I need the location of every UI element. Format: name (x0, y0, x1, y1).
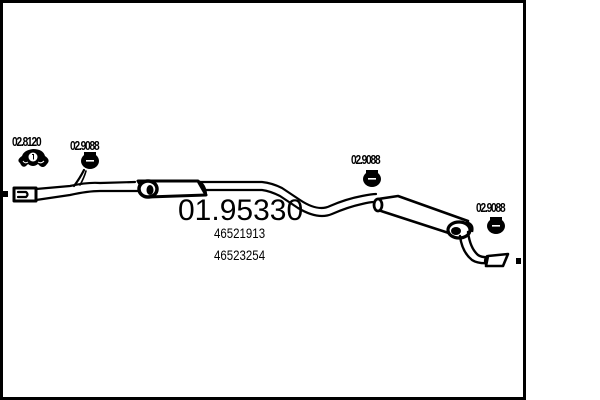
oem-number: 46521913 (214, 225, 266, 241)
oem-number: 46523254 (214, 247, 266, 263)
intermediate-pipe (198, 180, 378, 218)
gasket-icon (18, 149, 49, 167)
rubber-hanger-icon (81, 152, 99, 169)
hanger-part-label: 02.9088 (70, 138, 100, 153)
main-part-number: 01.95330 (178, 194, 304, 227)
rear-connector-marker (516, 258, 521, 264)
front-pipe (12, 168, 140, 203)
center-silencer (136, 179, 208, 199)
tail-pipe (458, 230, 510, 268)
gasket-part-label: 02.8120 (12, 134, 42, 149)
hanger-part-label: 02.9088 (351, 152, 381, 167)
rubber-hanger-icon (363, 170, 381, 187)
rear-silencer (372, 194, 474, 240)
front-connector-marker (2, 191, 8, 197)
diagram-frame (0, 0, 526, 400)
rubber-hanger-icon (487, 217, 505, 234)
hanger-part-label: 02.9088 (476, 200, 506, 215)
